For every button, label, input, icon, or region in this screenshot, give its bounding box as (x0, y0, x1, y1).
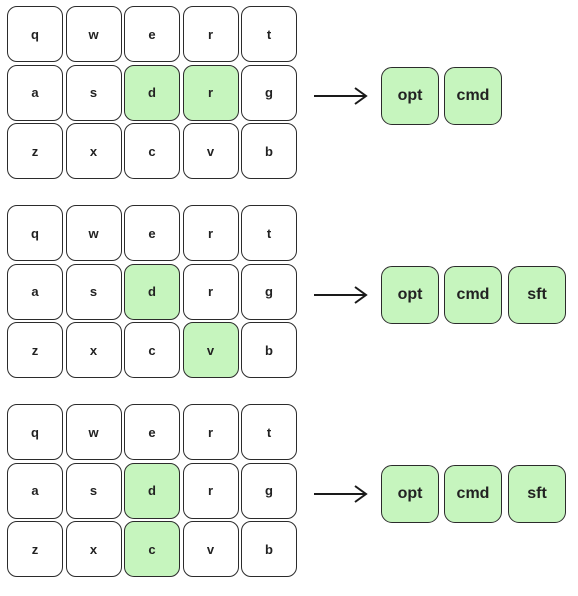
modifier-key-opt: opt (381, 465, 439, 523)
key-g: g (241, 64, 297, 121)
key-r: r (182, 6, 239, 62)
key-d: d (124, 64, 180, 121)
key-d: d (124, 263, 180, 320)
modifier-key-cmd: cmd (444, 67, 502, 125)
key-r: r (182, 205, 239, 261)
key-t: t (241, 6, 297, 62)
modifier-key-sft: sft (508, 465, 566, 523)
key-w: w (65, 404, 122, 460)
key-z: z (7, 322, 63, 378)
key-s: s (65, 263, 122, 320)
key-s: s (65, 462, 122, 519)
key-q: q (7, 205, 63, 261)
key-r: r (182, 404, 239, 460)
key-e: e (124, 404, 180, 460)
right-arrow-icon (314, 286, 368, 304)
key-s: s (65, 64, 122, 121)
key-t: t (241, 205, 297, 261)
key-t: t (241, 404, 297, 460)
key-v: v (182, 322, 239, 378)
key-w: w (65, 6, 122, 62)
modifier-key-cmd: cmd (444, 465, 502, 523)
modifier-key-cmd: cmd (444, 266, 502, 324)
key-z: z (7, 123, 63, 179)
key-b: b (241, 123, 297, 179)
key-v: v (182, 123, 239, 179)
right-arrow-icon (314, 87, 368, 105)
key-x: x (65, 521, 122, 577)
key-b: b (241, 521, 297, 577)
key-q: q (7, 404, 63, 460)
key-c: c (124, 322, 180, 378)
key-r: r (182, 263, 239, 320)
key-w: w (65, 205, 122, 261)
key-x: x (65, 123, 122, 179)
key-x: x (65, 322, 122, 378)
key-e: e (124, 6, 180, 62)
key-g: g (241, 462, 297, 519)
modifier-key-opt: opt (381, 67, 439, 125)
key-d: d (124, 462, 180, 519)
key-g: g (241, 263, 297, 320)
key-z: z (7, 521, 63, 577)
key-q: q (7, 6, 63, 62)
key-a: a (7, 462, 63, 519)
key-r: r (182, 462, 239, 519)
key-e: e (124, 205, 180, 261)
key-a: a (7, 263, 63, 320)
key-v: v (182, 521, 239, 577)
right-arrow-icon (314, 485, 368, 503)
modifier-key-sft: sft (508, 266, 566, 324)
key-c: c (124, 123, 180, 179)
key-r: r (182, 64, 239, 121)
key-b: b (241, 322, 297, 378)
key-c: c (124, 521, 180, 577)
key-a: a (7, 64, 63, 121)
modifier-key-opt: opt (381, 266, 439, 324)
